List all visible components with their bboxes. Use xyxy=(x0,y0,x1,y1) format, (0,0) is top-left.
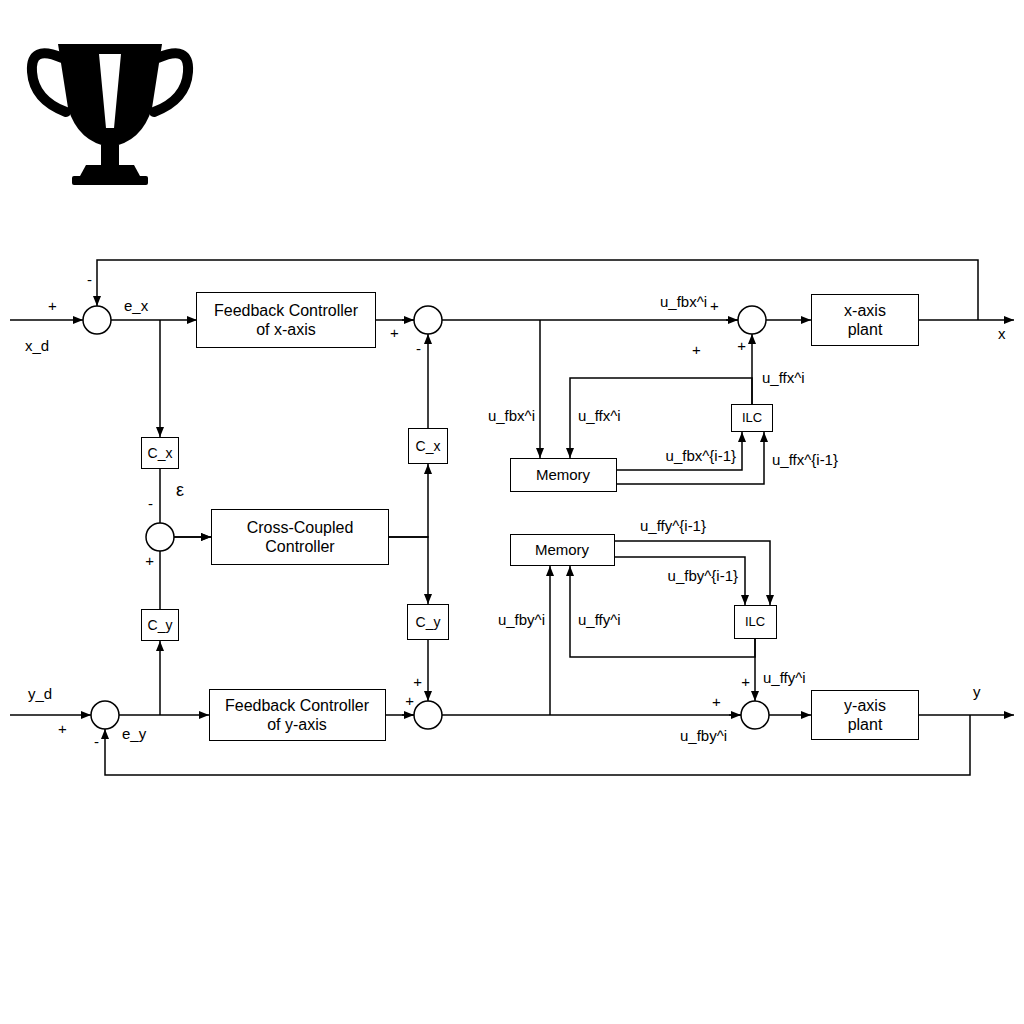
signal-label: u_ffy^{i-1} xyxy=(640,518,706,533)
signal-label: u_fbx^i xyxy=(660,294,707,309)
signal-label: u_fbx^{i-1} xyxy=(666,448,736,463)
signal-wire xyxy=(119,714,209,716)
box-text: x-axis plant xyxy=(832,301,898,339)
sign-label: + xyxy=(692,342,701,357)
box-text: Feedback Controller of y-axis xyxy=(222,696,373,734)
summing-junction xyxy=(91,701,119,729)
ilc-box: ILC xyxy=(731,404,773,432)
box-text: C_y xyxy=(416,614,441,631)
sign-label: + xyxy=(741,674,750,689)
signal-connector xyxy=(389,537,428,604)
signal-connector xyxy=(615,541,771,605)
sign-label: + xyxy=(390,325,399,340)
signal-label: u_ffx^{i-1} xyxy=(772,452,838,467)
memory-box: Memory xyxy=(510,458,617,492)
summing-junction xyxy=(738,306,766,334)
signal-label: u_fby^{i-1} xyxy=(668,568,738,583)
controller-box: Feedback Controller of x-axis xyxy=(196,292,376,348)
box-text: y-axis plant xyxy=(832,696,898,734)
signal-connector xyxy=(389,464,428,537)
gain-box: C_x xyxy=(408,428,448,464)
signal-label: u_ffy^i xyxy=(763,670,806,685)
signal-wire xyxy=(427,334,429,428)
signal-label: u_ffx^i xyxy=(578,408,621,423)
controller-box: Feedback Controller of y-axis xyxy=(209,689,386,741)
sign-label: ε xyxy=(176,481,184,499)
sign-label: - xyxy=(148,496,153,511)
sign-label: + xyxy=(413,674,422,689)
box-text: C_x xyxy=(148,445,173,462)
controller-box: Cross-Coupled Controller xyxy=(211,509,389,565)
signal-wire xyxy=(427,640,429,701)
sign-label: y xyxy=(973,684,981,699)
box-text: Memory xyxy=(535,541,589,559)
signal-label: x_d xyxy=(25,338,49,353)
signal-connector xyxy=(615,557,746,605)
signal-wire xyxy=(10,319,83,321)
summing-junction xyxy=(83,306,111,334)
signal-label: u_fbx^i xyxy=(488,408,535,423)
box-text: Feedback Controller of x-axis xyxy=(209,301,363,339)
signal-label: u_ffy^i xyxy=(578,612,621,627)
sign-label: - xyxy=(416,341,421,356)
box-text: C_x xyxy=(416,438,441,455)
sign-label: + xyxy=(712,694,721,709)
signal-label: y_d xyxy=(28,686,52,701)
box-text: C_y xyxy=(148,617,173,634)
summing-junction xyxy=(741,701,769,729)
summing-junction xyxy=(414,306,442,334)
signal-connector xyxy=(617,432,765,484)
signal-wire xyxy=(111,319,197,321)
sign-label: + xyxy=(58,721,67,736)
box-text: ILC xyxy=(742,410,762,426)
summing-junction xyxy=(414,701,442,729)
signal-wire xyxy=(549,566,551,715)
sign-label: + xyxy=(710,298,719,313)
box-text: Memory xyxy=(536,466,590,484)
gain-box: C_y xyxy=(407,604,449,640)
signal-connector xyxy=(570,378,752,458)
sign-label: + xyxy=(405,693,414,708)
signal-label: e_x xyxy=(124,298,148,313)
sign-label: + xyxy=(48,298,57,313)
ilc-box: ILC xyxy=(734,605,777,639)
box-text: Cross-Coupled Controller xyxy=(224,518,376,556)
signal-connector xyxy=(617,432,743,470)
plant-box: x-axis plant xyxy=(811,294,919,346)
output-wire xyxy=(918,714,1014,716)
sign-label: + xyxy=(737,338,746,353)
signal-label: e_y xyxy=(122,726,146,741)
plant-box: y-axis plant xyxy=(811,690,919,740)
gain-box: C_x xyxy=(141,437,179,469)
signal-connector xyxy=(570,566,755,657)
sign-label: - xyxy=(94,734,99,749)
memory-box: Memory xyxy=(510,534,615,566)
signal-wire xyxy=(539,320,541,458)
signal-wire xyxy=(10,714,91,716)
signal-wire xyxy=(159,320,161,437)
gain-box: C_y xyxy=(141,609,179,641)
box-text: ILC xyxy=(745,614,765,630)
summing-junction xyxy=(146,523,174,551)
sign-label: + xyxy=(145,553,154,568)
signal-wire xyxy=(159,641,161,715)
signal-label: u_ffx^i xyxy=(762,370,805,385)
sign-label: x xyxy=(998,326,1006,341)
output-wire xyxy=(918,319,1014,321)
sign-label: - xyxy=(87,272,92,287)
signal-label: u_fby^i xyxy=(498,612,545,627)
signal-label: u_fby^i xyxy=(680,728,727,743)
